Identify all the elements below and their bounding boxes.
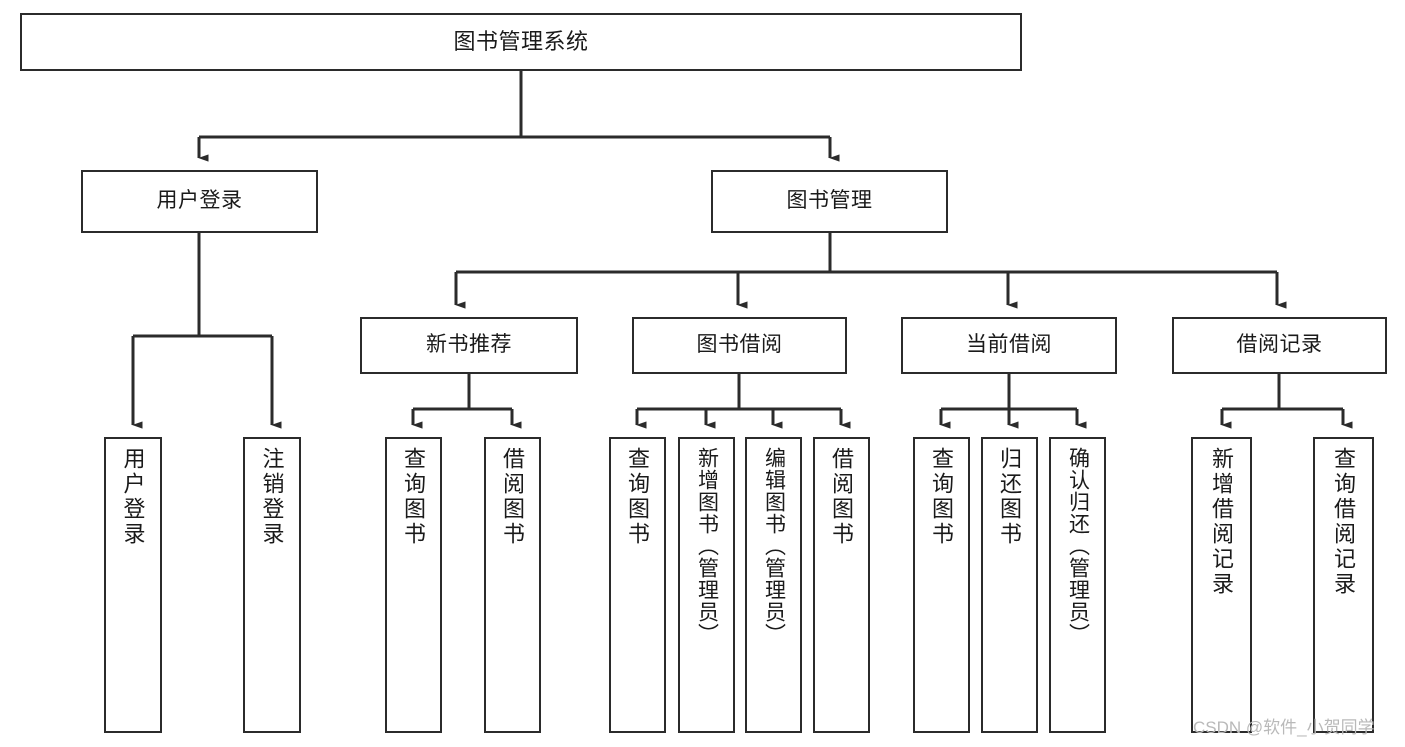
node-label: 借阅图书 xyxy=(829,447,855,547)
node-label: 用户登录 xyxy=(120,447,146,547)
leaf-record-add-record[interactable]: 新增借阅记录 xyxy=(1191,437,1252,733)
leaf-user-login-login[interactable]: 用户登录 xyxy=(104,437,162,733)
node-label: 查询图书 xyxy=(625,447,651,547)
leaf-borrow-query-book[interactable]: 查询图书 xyxy=(609,437,666,733)
node-label: 新增图书（管理员） xyxy=(695,447,719,645)
node-label: 新书推荐 xyxy=(426,333,512,357)
node-label: 图书借阅 xyxy=(696,333,783,357)
leaf-current-confirm-return-admin[interactable]: 确认归还（管理员） xyxy=(1049,437,1106,733)
leaf-new-book-borrow[interactable]: 借阅图书 xyxy=(484,437,541,733)
node-label: 归还图书 xyxy=(997,447,1023,547)
node-book-borrow[interactable]: 图书借阅 xyxy=(632,317,847,374)
node-label: 借阅图书 xyxy=(500,447,526,547)
node-label: 图书管理系统 xyxy=(453,29,589,55)
node-label: 当前借阅 xyxy=(966,333,1052,357)
node-label: 借阅记录 xyxy=(1236,333,1323,357)
node-new-book-recommend[interactable]: 新书推荐 xyxy=(360,317,578,374)
node-current-borrow[interactable]: 当前借阅 xyxy=(901,317,1117,374)
leaf-current-query-book[interactable]: 查询图书 xyxy=(913,437,970,733)
node-book-management[interactable]: 图书管理 xyxy=(711,170,948,233)
leaf-borrow-add-book-admin[interactable]: 新增图书（管理员） xyxy=(678,437,735,733)
node-borrow-record[interactable]: 借阅记录 xyxy=(1172,317,1387,374)
leaf-borrow-edit-book-admin[interactable]: 编辑图书（管理员） xyxy=(745,437,802,733)
node-label: 新增借阅记录 xyxy=(1209,447,1235,597)
node-user-login[interactable]: 用户登录 xyxy=(81,170,318,233)
node-label: 查询图书 xyxy=(929,447,955,547)
leaf-user-login-logout[interactable]: 注销登录 xyxy=(243,437,301,733)
node-label: 确认归还（管理员） xyxy=(1066,447,1090,645)
node-root-system[interactable]: 图书管理系统 xyxy=(20,13,1022,71)
node-label: 用户登录 xyxy=(156,189,243,213)
csdn-watermark: CSDN @软件_小贺同学 xyxy=(1193,718,1375,737)
node-label: 图书管理 xyxy=(786,189,873,213)
leaf-new-book-query[interactable]: 查询图书 xyxy=(385,437,442,733)
node-label: 编辑图书（管理员） xyxy=(762,447,786,645)
leaf-current-return-book[interactable]: 归还图书 xyxy=(981,437,1038,733)
leaf-borrow-borrow-book[interactable]: 借阅图书 xyxy=(813,437,870,733)
leaf-record-query-record[interactable]: 查询借阅记录 xyxy=(1313,437,1374,733)
node-label: 查询图书 xyxy=(401,447,427,547)
node-label: 注销登录 xyxy=(259,447,285,547)
node-label: 查询借阅记录 xyxy=(1331,447,1357,597)
